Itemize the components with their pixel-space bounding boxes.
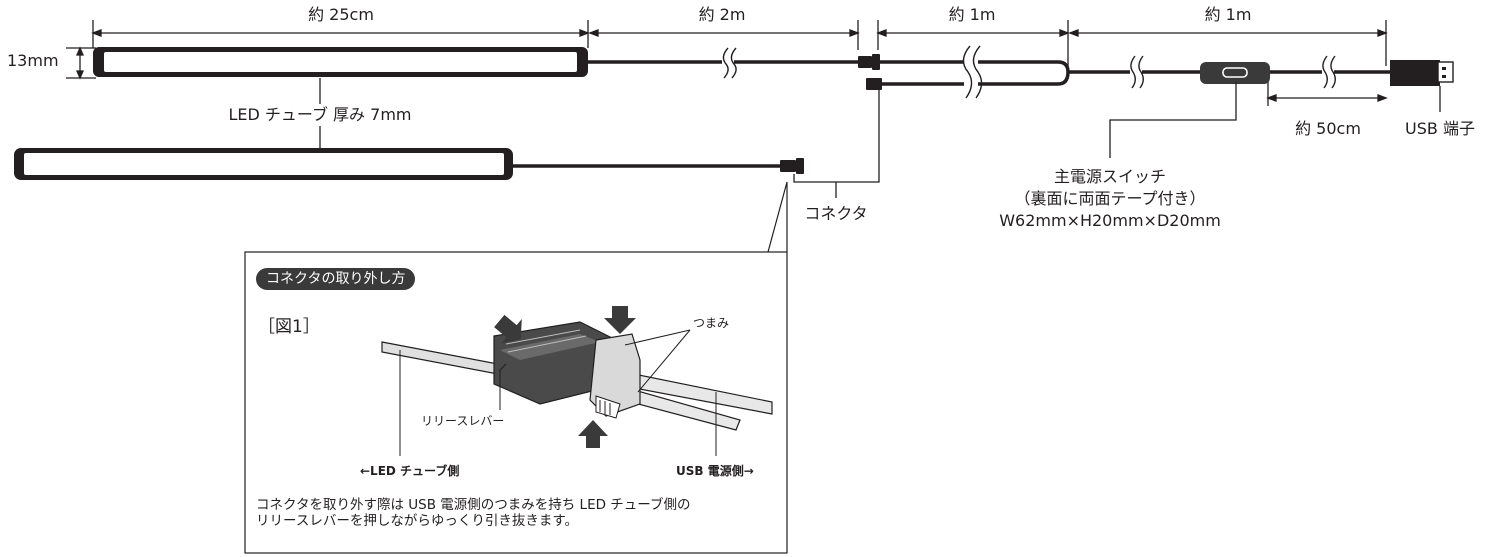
switch-note: （裏面に両面テープ付き） <box>1014 189 1206 208</box>
inset-frame <box>244 181 788 554</box>
note-line-2: リリースレバーを押しながらゆっくり引き抜きます。 <box>256 513 578 529</box>
switch-title: 主電源スイッチ <box>1053 167 1167 186</box>
dim-tube-length: 約 25cm <box>308 5 374 24</box>
dim-cable-2m: 約 2m <box>698 5 746 24</box>
cable-connectors <box>780 54 882 174</box>
connector-illustration <box>381 306 773 456</box>
connector-label: コネクタ <box>804 204 868 223</box>
cable-break-marks <box>722 45 1336 99</box>
usb-side-label: USB 電源側→ <box>676 464 754 478</box>
usb-terminal-label: USB 端子 <box>1405 119 1475 138</box>
usb-plug <box>1390 60 1440 86</box>
dimension-lines <box>66 20 1388 106</box>
knob-label: つまみ <box>693 316 730 330</box>
note-line-1: コネクタを取り外す際は USB 電源側のつまみを持ち LED チューブ側の <box>256 497 691 513</box>
switch-label-block: 主電源スイッチ （裏面に両面テープ付き） W62mm×H20mm×D20mm <box>999 166 1221 232</box>
removal-note: コネクタを取り外す際は USB 電源側のつまみを持ち LED チューブ側の リリ… <box>256 497 796 529</box>
leader-lines <box>319 78 1441 198</box>
dim-cable-1m-b: 約 1m <box>1204 5 1252 24</box>
release-lever-label: リリースレバー <box>421 414 505 428</box>
switch-size: W62mm×H20mm×D20mm <box>999 211 1221 230</box>
dim-cable-1m-a: 約 1m <box>948 5 996 24</box>
dim-tube-height: 13mm <box>7 51 59 70</box>
led-side-label: ←LED チューブ側 <box>360 464 460 478</box>
dim-switch-to-usb: 約 50cm <box>1295 119 1361 138</box>
led-tube-label: LED チューブ 厚み 7mm <box>228 105 412 124</box>
inset-badge: コネクタの取り外し方 <box>256 268 416 290</box>
main-power-switch <box>1200 62 1270 84</box>
figure-label: ［図1］ <box>258 317 320 337</box>
